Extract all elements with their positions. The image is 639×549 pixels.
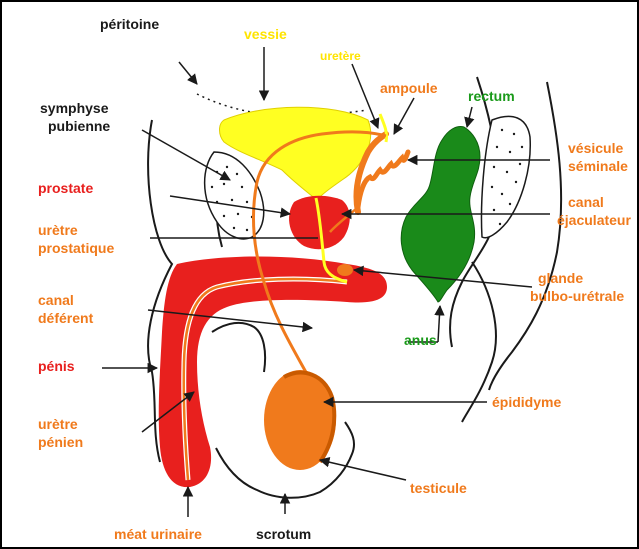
label-vesicule-2: séminale <box>568 158 628 174</box>
label-ampoule: ampoule <box>380 80 438 96</box>
label-symphyse-2: pubienne <box>48 118 110 134</box>
label-canal-def-1: canal <box>38 292 74 308</box>
label-canal-ejac-2: éjaculateur <box>557 212 631 228</box>
label-anus: anus <box>404 332 437 348</box>
sacrum-shape <box>481 116 530 237</box>
label-symphyse-1: symphyse <box>40 100 108 116</box>
label-uretre-pen-2: pénien <box>38 434 83 450</box>
label-testicule: testicule <box>410 480 467 496</box>
label-vessie: vessie <box>244 26 287 42</box>
label-uretre-prost-2: prostatique <box>38 240 114 256</box>
label-uretere: uretère <box>320 48 361 64</box>
label-peritoine: péritoine <box>100 16 159 32</box>
label-vesicule-1: vésicule <box>568 140 623 156</box>
label-prostate: prostate <box>38 180 93 196</box>
bulbourethral-gland-shape <box>337 264 353 276</box>
label-uretre-prost-1: urètre <box>38 222 78 238</box>
label-canal-def-2: déférent <box>38 310 93 326</box>
label-canal-ejac-1: canal <box>568 194 604 210</box>
label-epididyme: épididyme <box>492 394 561 410</box>
label-meat: méat urinaire <box>114 526 202 542</box>
label-glande-1: glande <box>538 270 583 286</box>
label-glande-2: bulbo-urétrale <box>530 288 624 304</box>
label-scrotum: scrotum <box>256 526 311 542</box>
label-penis: pénis <box>38 358 75 374</box>
label-rectum: rectum <box>468 88 515 104</box>
label-uretre-pen-1: urètre <box>38 416 78 432</box>
